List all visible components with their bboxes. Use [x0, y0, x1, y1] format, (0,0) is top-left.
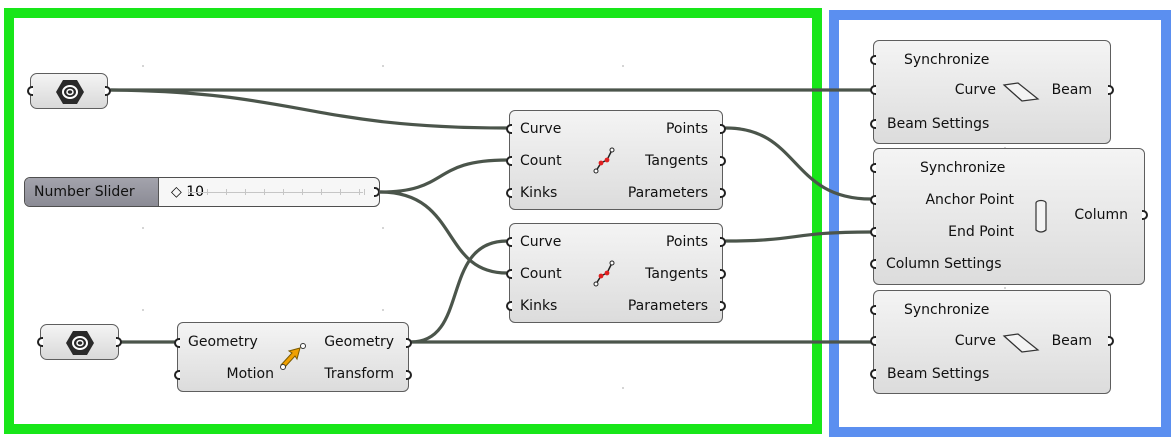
- geometry-param-icon: [66, 331, 94, 355]
- move-grip-geometry-out[interactable]: [406, 338, 412, 348]
- slider-value: ◇ 10: [171, 184, 205, 200]
- divide-bottom-output-tangents[interactable]: Tangents: [645, 266, 708, 282]
- beam-top-grip-synchronize[interactable]: [870, 55, 876, 65]
- divide-top-grip-curve[interactable]: [506, 124, 512, 134]
- divide-top-input-curve[interactable]: Curve: [520, 121, 562, 137]
- wire-param-top-to-divide-top-curve[interactable]: [109, 88, 509, 130]
- divide-curve-component-top[interactable]: Curve Count Kinks Points Tangents Parame…: [506, 110, 726, 210]
- geometry-param-top[interactable]: [27, 73, 111, 109]
- param-bottom-input-grip[interactable]: [37, 337, 43, 347]
- column-input-settings[interactable]: Column Settings: [886, 256, 1002, 272]
- param-bottom-output-grip[interactable]: [116, 337, 122, 347]
- divide-bottom-output-points[interactable]: Points: [665, 234, 708, 250]
- divide-bottom-grip-tangents[interactable]: [720, 269, 726, 279]
- divide-bottom-grip-count[interactable]: [506, 269, 512, 279]
- beam-component-bottom[interactable]: Synchronize Curve Beam Settings Beam: [870, 290, 1114, 394]
- divide-top-output-parameters[interactable]: Parameters: [627, 185, 708, 201]
- column-grip-column[interactable]: [1142, 210, 1148, 220]
- column-input-end-point[interactable]: End Point: [948, 224, 1014, 240]
- divide-top-input-kinks[interactable]: Kinks: [520, 185, 558, 201]
- beam-top-output-beam[interactable]: Beam: [1051, 82, 1092, 98]
- divide-bottom-grip-curve[interactable]: [506, 237, 512, 247]
- beam-top-input-synchronize[interactable]: Synchronize: [904, 52, 990, 68]
- beam-icon: [1002, 82, 1040, 102]
- divide-curve-icon: [593, 260, 615, 287]
- column-grip-anchor-point[interactable]: [870, 195, 876, 205]
- beam-bottom-grip-settings[interactable]: [870, 369, 876, 379]
- divide-top-output-points[interactable]: Points: [665, 121, 708, 137]
- beam-bottom-grip-synchronize[interactable]: [870, 305, 876, 315]
- beam-bottom-input-settings[interactable]: Beam Settings: [887, 366, 990, 382]
- move-grip-transform[interactable]: [406, 370, 412, 380]
- move-grip-motion[interactable]: [174, 370, 180, 380]
- move-grip-geometry-in[interactable]: [174, 338, 180, 348]
- beam-bottom-output-beam[interactable]: Beam: [1051, 333, 1092, 349]
- param-top-input-grip[interactable]: [27, 86, 33, 96]
- divide-bottom-grip-parameters[interactable]: [720, 301, 726, 311]
- divide-bottom-grip-points[interactable]: [720, 237, 726, 247]
- divide-bottom-output-parameters[interactable]: Parameters: [627, 298, 708, 314]
- slider-label: Number Slider: [25, 178, 159, 206]
- divide-curve-icon: [593, 147, 615, 174]
- group-frame-blue: [829, 10, 1171, 437]
- wire-slider-to-divide-top-count[interactable]: [378, 158, 509, 194]
- column-grip-settings[interactable]: [870, 259, 876, 269]
- divide-top-grip-kinks[interactable]: [506, 188, 512, 198]
- move-input-geometry[interactable]: Geometry: [188, 334, 258, 350]
- beam-top-grip-curve[interactable]: [870, 85, 876, 95]
- column-icon: [1035, 199, 1047, 233]
- column-output-column[interactable]: Column: [1074, 207, 1128, 223]
- divide-bottom-input-curve[interactable]: Curve: [520, 234, 562, 250]
- move-component[interactable]: Geometry Motion Geometry Transform: [174, 322, 412, 392]
- column-input-anchor-point[interactable]: Anchor Point: [925, 192, 1014, 208]
- divide-bottom-grip-kinks[interactable]: [506, 301, 512, 311]
- beam-bottom-input-curve[interactable]: Curve: [954, 333, 996, 349]
- divide-bottom-input-count[interactable]: Count: [520, 266, 562, 282]
- column-input-synchronize[interactable]: Synchronize: [920, 160, 1006, 176]
- group-frame-green: [4, 8, 822, 434]
- divide-top-grip-count[interactable]: [506, 156, 512, 166]
- divide-top-grip-points[interactable]: [720, 124, 726, 134]
- divide-top-input-count[interactable]: Count: [520, 153, 562, 169]
- divide-top-output-tangents[interactable]: Tangents: [645, 153, 708, 169]
- move-output-transform[interactable]: Transform: [324, 366, 394, 382]
- wire-slider-to-divide-bottom-count[interactable]: [378, 190, 509, 275]
- move-output-geometry[interactable]: Geometry: [324, 334, 394, 350]
- divide-curve-component-bottom[interactable]: Curve Count Kinks Points Tangents Parame…: [506, 223, 726, 323]
- column-grip-synchronize[interactable]: [870, 163, 876, 173]
- beam-bottom-input-synchronize[interactable]: Synchronize: [904, 302, 990, 318]
- beam-bottom-grip-curve[interactable]: [870, 336, 876, 346]
- param-top-output-grip[interactable]: [105, 86, 111, 96]
- wire-divide-bottom-points-to-end[interactable]: [724, 230, 873, 243]
- number-slider[interactable]: Number Slider ◇ 10: [24, 177, 380, 207]
- wire-move-to-divide-bottom-curve[interactable]: [409, 239, 509, 344]
- beam-top-input-settings[interactable]: Beam Settings: [887, 116, 990, 132]
- slider-track[interactable]: [188, 189, 365, 195]
- beam-bottom-grip-beam[interactable]: [1108, 336, 1114, 346]
- beam-top-grip-beam[interactable]: [1108, 85, 1114, 95]
- divide-bottom-input-kinks[interactable]: Kinks: [520, 298, 558, 314]
- divide-top-grip-parameters[interactable]: [720, 188, 726, 198]
- geometry-param-bottom[interactable]: [37, 324, 122, 360]
- column-grip-end-point[interactable]: [870, 227, 876, 237]
- divide-top-grip-tangents[interactable]: [720, 156, 726, 166]
- wire-divide-top-points-to-anchor[interactable]: [724, 126, 873, 201]
- beam-component-top[interactable]: Synchronize Curve Beam Settings Beam: [870, 40, 1114, 144]
- beam-icon: [1002, 333, 1040, 353]
- geometry-param-icon: [56, 80, 84, 104]
- slider-output-grip[interactable]: [374, 187, 379, 197]
- beam-top-grip-settings[interactable]: [870, 119, 876, 129]
- beam-top-input-curve[interactable]: Curve: [954, 82, 996, 98]
- move-input-motion[interactable]: Motion: [226, 366, 274, 382]
- move-transform-icon: [280, 343, 306, 370]
- column-component[interactable]: Synchronize Anchor Point End Point Colum…: [870, 148, 1148, 285]
